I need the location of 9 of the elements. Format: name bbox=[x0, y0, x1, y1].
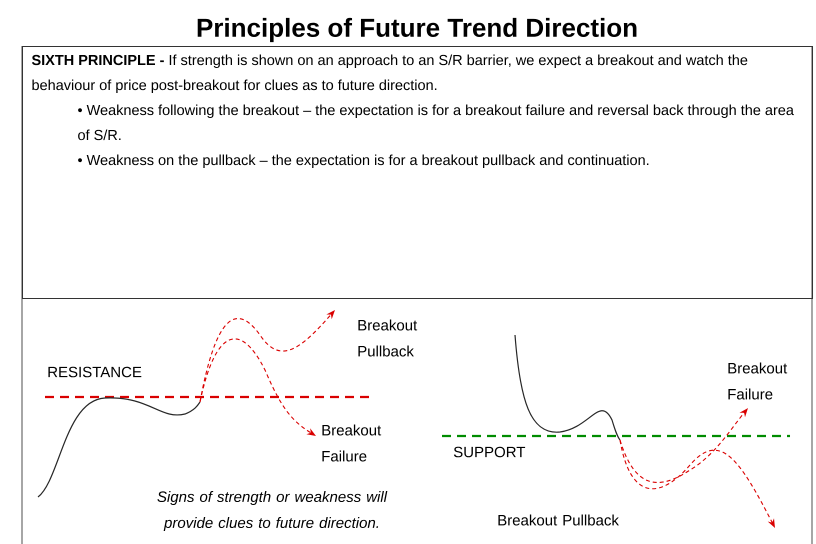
chart-label: Breakout Pullback bbox=[358, 320, 418, 356]
chart-label: SUPPORT bbox=[454, 446, 526, 458]
title: Principles of Future Trend Direction bbox=[198, 18, 636, 42]
principle-box: SIXTH PRINCIPLE - If strength is shown on an approach to an S/R barrier, we expect a breakout and watch the behaviour of price post-breakout for clues as to future direction. • Weakness following the breakout – the expectation is for a breakout failure and reversal back through the area of S/R. • Weakness on the pullback – the expectation is for a breakout pullback and continuation. bbox=[22, 46, 813, 299]
chart-label: RESISTANCE bbox=[48, 366, 142, 378]
chart-label: Breakout Failure bbox=[728, 362, 788, 400]
chart-label: Breakout Failure bbox=[322, 424, 382, 462]
chart-label: Signs of strength or weakness will provide clues to future direction. bbox=[157, 491, 388, 531]
chart-label: Breakout Pullback bbox=[498, 514, 619, 526]
